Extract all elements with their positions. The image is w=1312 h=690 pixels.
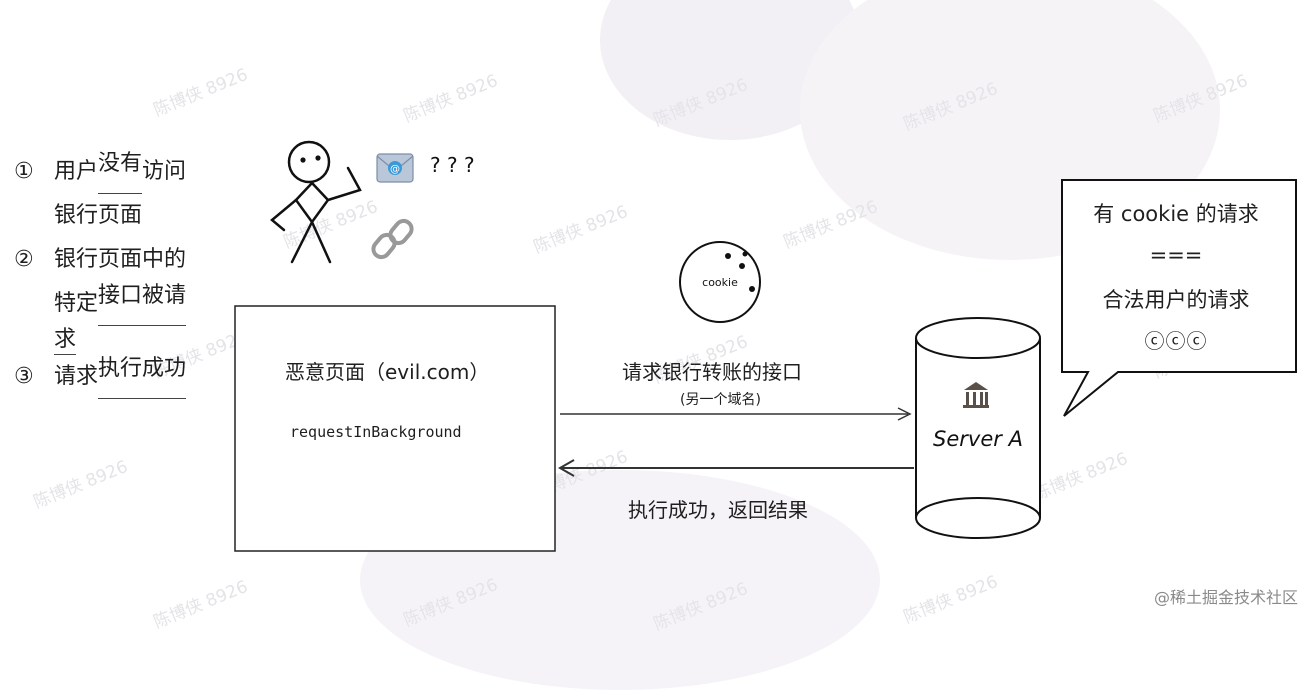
step-text-underlined: 执行成功	[98, 355, 187, 399]
question-marks: ? ? ?	[430, 153, 475, 177]
bubble-line-2: ===	[1149, 243, 1203, 267]
diagram-canvas: @ ? ? ? cookie Server A	[234, 140, 1297, 552]
cookie-label: cookie	[702, 276, 738, 289]
link-icon	[371, 218, 414, 260]
step-1-continued: 银行页面	[14, 194, 234, 238]
step-text: 特定	[54, 291, 99, 316]
brand-watermark: @稀土掘金技术社区	[1153, 588, 1298, 607]
server-cylinder	[915, 317, 1041, 539]
request-label: 请求银行转账的接口	[622, 360, 802, 384]
step-text: 用户	[54, 159, 99, 184]
response-arrow	[557, 459, 914, 477]
step-text: 请求	[54, 364, 99, 389]
bubble-line-3: 合法用户的请求	[1102, 288, 1250, 312]
svg-text:@: @	[390, 164, 400, 175]
bubble-emoji-line: ⓒⓒⓒ	[1144, 329, 1208, 353]
response-label: 执行成功，返回结果	[628, 498, 808, 522]
cookie-icon: cookie	[679, 241, 761, 323]
step-text: 银行页面	[54, 203, 143, 228]
step-number: ②	[14, 247, 34, 272]
step-2-continued: 求	[14, 326, 234, 355]
request-sublabel: (另一个域名)	[680, 392, 761, 408]
steps-list: ① 用户没有访问 银行页面 ② 银行页面中的 特定接口被请 求 ③ 请求执行成功	[14, 150, 234, 399]
evil-page-title: 恶意页面（evil.com）	[285, 360, 490, 384]
email-icon: @	[376, 153, 414, 183]
bank-icon	[963, 382, 989, 408]
request-arrow	[560, 407, 912, 421]
step-text-underlined: 被请	[142, 282, 187, 326]
evil-page-box	[234, 305, 556, 552]
bubble-line-1: 有 cookie 的请求	[1093, 202, 1259, 226]
stick-figure-icon	[270, 140, 362, 264]
step-text-underlined: 接口	[98, 282, 143, 326]
step-2: ② 银行页面中的	[14, 238, 234, 282]
evil-page-code: requestInBackground	[290, 423, 462, 441]
step-text: 访问	[142, 159, 187, 184]
step-number: ③	[14, 364, 34, 389]
step-text-underlined: 没有	[98, 150, 143, 194]
server-label: Server A	[933, 427, 1023, 451]
step-text-underlined: 求	[54, 326, 77, 355]
step-text: 银行页面中的	[54, 247, 187, 272]
speech-bubble	[1061, 179, 1297, 417]
step-1: ① 用户没有访问	[14, 150, 234, 194]
step-number: ①	[14, 159, 34, 184]
step-3: ③ 请求执行成功	[14, 355, 234, 399]
step-2-continued: 特定接口被请	[14, 282, 234, 326]
